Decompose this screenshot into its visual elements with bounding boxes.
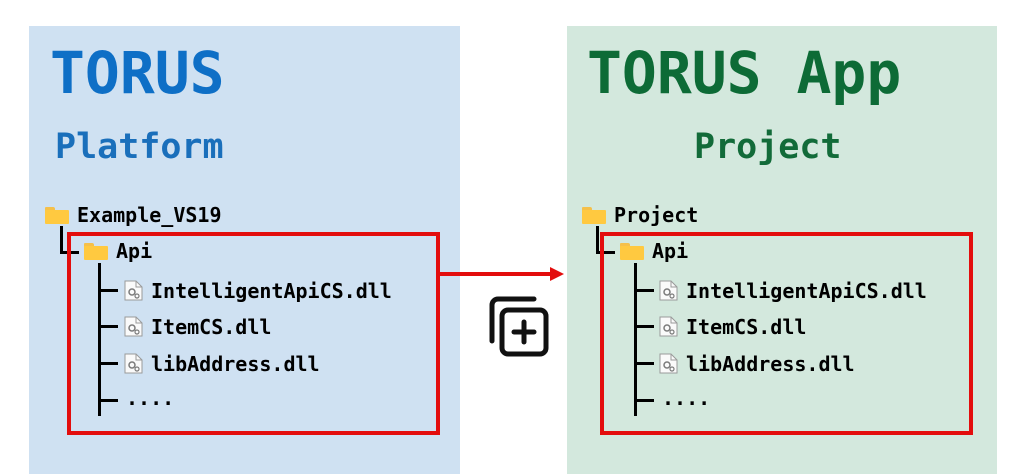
tree-connector (98, 289, 118, 292)
dll-file-icon (659, 280, 678, 301)
folder-icon (582, 206, 606, 224)
tree-connector (634, 263, 637, 416)
tree-connector (60, 226, 63, 253)
tree-connector (596, 226, 599, 253)
tree-file-item[interactable]: IntelligentApiCS.dll (659, 280, 927, 301)
tree-api-label: Api (116, 239, 153, 263)
tree-file-label: libAddress.dll (151, 351, 320, 376)
folder-icon (45, 206, 69, 224)
tree-file-item[interactable]: ItemCS.dll (124, 316, 271, 337)
tree-file-label: IntelligentApiCS.dll (151, 278, 392, 303)
tree-more-item: .... (126, 388, 174, 408)
tree-file-item[interactable]: libAddress.dll (659, 353, 855, 374)
arrow-right-icon (438, 267, 564, 281)
tree-more-label: .... (662, 386, 711, 410)
tree-file-item[interactable]: libAddress.dll (124, 353, 320, 374)
tree-file-label: ItemCS.dll (151, 314, 272, 339)
folder-icon (620, 242, 644, 260)
tree-connector (634, 399, 654, 402)
project-title: TORUS App (587, 39, 902, 107)
tree-file-item[interactable]: ItemCS.dll (659, 316, 806, 337)
dll-file-icon (124, 353, 143, 374)
tree-connector (98, 362, 118, 365)
tree-connector (634, 289, 654, 292)
dll-file-icon (124, 316, 143, 337)
tree-connector (634, 362, 654, 365)
platform-subtitle: Platform (55, 127, 224, 167)
tree-root-label: Example_VS19 (77, 203, 222, 227)
tree-connector (98, 325, 118, 328)
tree-connector (98, 263, 101, 416)
folder-icon (84, 242, 108, 260)
tree-connector (596, 251, 615, 254)
dll-file-icon (124, 280, 143, 301)
tree-connector (98, 399, 118, 402)
project-subtitle: Project (694, 127, 842, 167)
tree-api-folder[interactable]: Api (620, 241, 688, 261)
tree-root-label: Project (614, 203, 699, 227)
tree-more-label: .... (126, 386, 175, 410)
tree-api-folder[interactable]: Api (84, 241, 152, 261)
platform-api-highlight (67, 232, 440, 435)
tree-file-label: ItemCS.dll (686, 314, 807, 339)
tree-root-folder[interactable]: Example_VS19 (45, 205, 222, 225)
tree-file-item[interactable]: IntelligentApiCS.dll (124, 280, 392, 301)
copy-add-icon (489, 296, 549, 357)
tree-root-folder[interactable]: Project (582, 205, 698, 225)
tree-more-item: .... (662, 388, 710, 408)
dll-file-icon (659, 316, 678, 337)
tree-file-label: libAddress.dll (686, 351, 855, 376)
dll-file-icon (659, 353, 678, 374)
tree-file-label: IntelligentApiCS.dll (686, 278, 927, 303)
tree-connector (634, 325, 654, 328)
tree-api-label: Api (652, 239, 689, 263)
project-api-highlight (600, 232, 973, 435)
platform-title: TORUS (50, 39, 225, 107)
